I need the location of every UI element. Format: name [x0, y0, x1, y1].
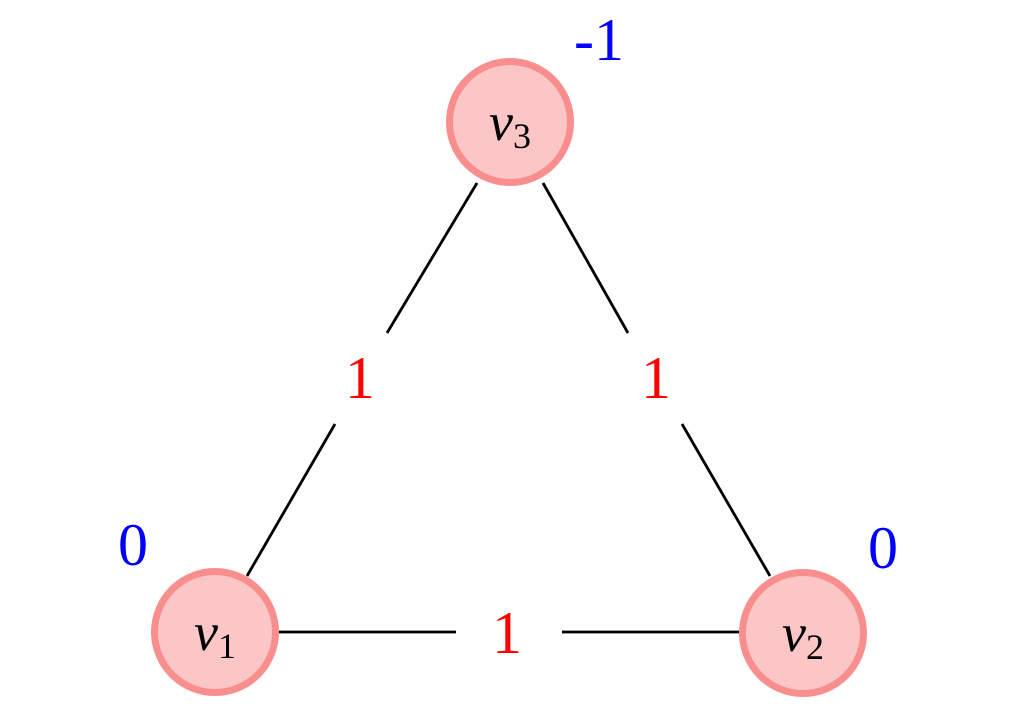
- vertex-v3: v3: [446, 58, 574, 186]
- vertex-v2-label: v2: [782, 603, 824, 667]
- vertex-v3-value: -1: [574, 7, 624, 73]
- edge-v1-v3-upper-segment: [385, 182, 479, 334]
- edge-v1-v3-lower-segment: [245, 423, 337, 577]
- edge-v1-v2-weight: 1: [492, 600, 522, 666]
- edge-v2-v3-upper-segment: [541, 182, 630, 334]
- edge-v2-v3-weight: 1: [641, 345, 671, 411]
- vertex-v3-label: v3: [489, 92, 531, 156]
- vertex-v2: v2: [739, 569, 867, 697]
- vertex-v2-value: 0: [868, 515, 898, 581]
- vertex-v1: v1: [151, 568, 279, 696]
- vertex-v1-value: 0: [118, 512, 148, 578]
- vertex-v1-label: v1: [194, 602, 236, 666]
- edge-v1-v3-weight: 1: [345, 345, 375, 411]
- edge-v2-v3-lower-segment: [680, 423, 772, 577]
